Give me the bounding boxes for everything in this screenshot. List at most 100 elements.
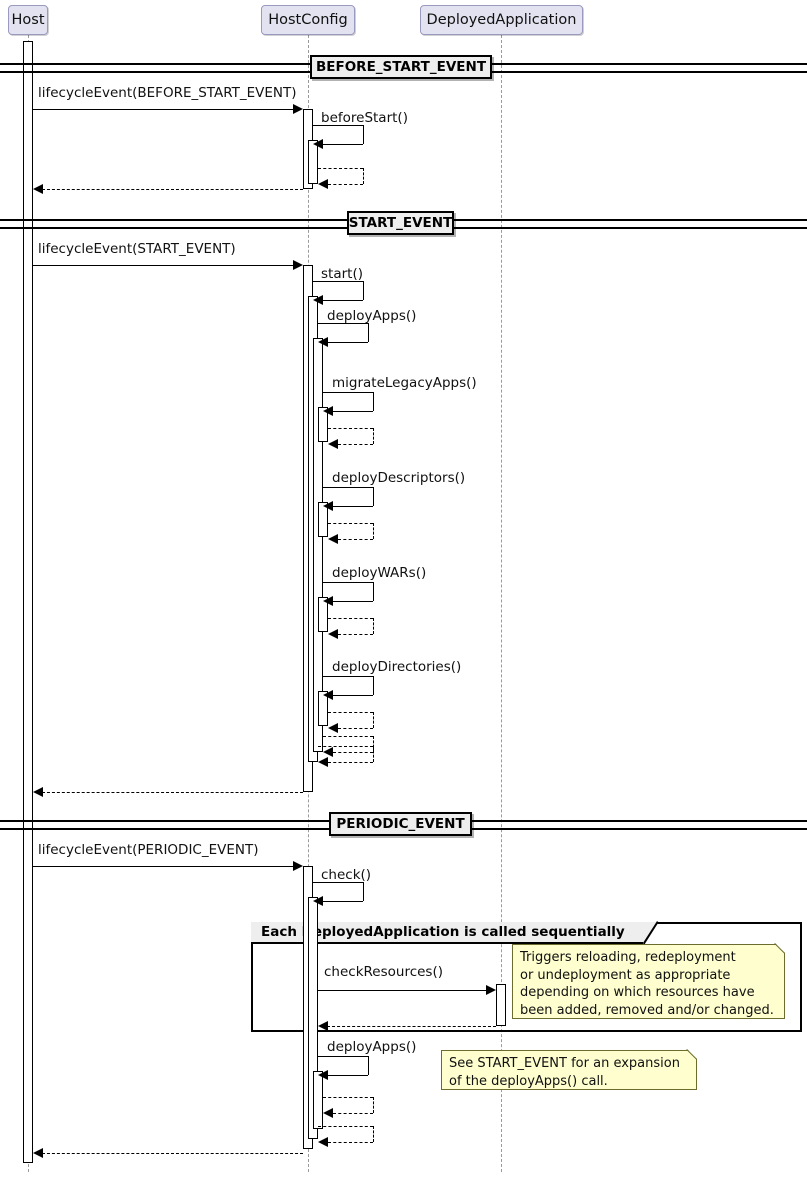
note-note-deploy-apps: See START_EVENT for an expansion of the d… (441, 1050, 697, 1090)
divider-periodic: PERIODIC_EVENT (329, 812, 472, 836)
message-self-bottom-m11 (338, 539, 373, 540)
message-arrowhead-m9 (328, 439, 338, 449)
message-self-bottom-m3 (328, 184, 363, 185)
participant-label: HostConfig (268, 12, 348, 28)
message-label-m5: lifecycleEvent(START_EVENT) (38, 241, 236, 257)
message-label-m20: check() (321, 867, 372, 883)
note-line: been added, removed and/or changed. (520, 1002, 774, 1018)
message-self-right-m9 (373, 428, 374, 444)
message-line-m21 (318, 990, 487, 991)
message-self-bottom-m6 (323, 300, 363, 301)
message-self-right-m10 (373, 487, 374, 506)
participant-host[interactable]: Host (8, 5, 48, 35)
message-arrowhead-m18 (33, 787, 43, 797)
message-self-right-m6 (363, 281, 364, 300)
message-self-bottom-m25 (328, 1142, 373, 1143)
message-self-top-m13 (328, 618, 373, 619)
activation-host-main (23, 41, 33, 1163)
message-self-top-m3 (318, 168, 363, 169)
message-self-bottom-m10 (333, 506, 373, 507)
message-self-bottom-m16 (333, 752, 373, 753)
message-label-m10: deployDescriptors() (332, 470, 466, 486)
message-line-m5 (33, 265, 294, 266)
message-arrowhead-m23 (318, 1070, 328, 1080)
activation-deploy-check-resources (496, 984, 506, 1026)
note-line: or undeployment as appropriate (520, 967, 731, 983)
message-arrowhead-m2 (313, 139, 323, 149)
message-self-bottom-m7 (328, 342, 368, 343)
message-line-m19 (33, 866, 294, 867)
message-arrowhead-m16 (323, 747, 333, 757)
participant-label: Host (11, 12, 45, 28)
message-arrowhead-m21 (486, 985, 496, 995)
message-self-top-m16 (323, 736, 373, 737)
message-arrowhead-m24 (323, 1108, 333, 1118)
message-self-top-m15 (328, 712, 373, 713)
message-arrowhead-m7 (318, 337, 328, 347)
message-self-bottom-m24 (333, 1113, 373, 1114)
message-label-m14: deployDirectories() (332, 659, 462, 675)
message-self-top-m8 (323, 392, 373, 393)
message-arrowhead-m5 (293, 260, 303, 270)
message-self-right-m13 (373, 618, 374, 634)
message-self-right-m14 (373, 676, 374, 695)
message-line-m1 (33, 109, 294, 110)
message-self-right-m24 (373, 1097, 374, 1113)
message-self-right-m8 (373, 392, 374, 411)
participant-config[interactable]: HostConfig (261, 5, 355, 35)
message-label-m23: deployApps() (327, 1039, 417, 1055)
message-arrowhead-m10 (323, 501, 333, 511)
message-arrowhead-m12 (323, 596, 333, 606)
message-arrowhead-m20 (313, 896, 323, 906)
message-self-right-m2 (363, 125, 364, 144)
divider-label: START_EVENT (348, 215, 453, 231)
message-self-right-m7 (368, 323, 369, 342)
message-label-m6: start() (321, 266, 363, 282)
message-arrowhead-m1 (293, 104, 303, 114)
note-fold-corner (775, 943, 785, 953)
message-self-top-m11 (328, 523, 373, 524)
message-label-m21: checkResources() (324, 964, 444, 980)
message-self-bottom-m23 (328, 1075, 368, 1076)
message-label-m7: deployApps() (327, 308, 417, 324)
message-self-right-m20 (363, 882, 364, 901)
message-arrowhead-m11 (328, 534, 338, 544)
message-self-bottom-m20 (323, 901, 363, 902)
message-label-m19: lifecycleEvent(PERIODIC_EVENT) (38, 842, 259, 858)
message-self-bottom-m15 (338, 728, 373, 729)
note-line: of the deployApps() call. (449, 1073, 608, 1089)
message-self-right-m11 (373, 523, 374, 539)
message-self-top-m9 (328, 428, 373, 429)
message-self-top-m20 (313, 882, 363, 883)
message-self-bottom-m17 (328, 762, 373, 763)
message-self-top-m17 (318, 746, 373, 747)
participant-label: DeployedApplication (426, 12, 577, 28)
note-line: Triggers reloading, redeployment (520, 950, 736, 965)
message-arrowhead-m6 (313, 295, 323, 305)
frame-tab-notch (643, 922, 657, 944)
participant-deploy[interactable]: DeployedApplication (420, 5, 583, 35)
message-self-right-m23 (368, 1056, 369, 1075)
message-self-right-m16 (373, 736, 374, 752)
note-line: See START_EVENT for an expansion (449, 1056, 680, 1071)
message-self-bottom-m14 (333, 695, 373, 696)
message-arrowhead-m4 (33, 184, 43, 194)
message-line-m26 (42, 1153, 303, 1154)
message-self-top-m24 (323, 1097, 373, 1098)
activation-config-deployapps (313, 338, 323, 752)
frame-label-loop-each-deployed-application: Each DeployedApplication is called seque… (251, 922, 645, 944)
note-note-check-resources: Triggers reloading, redeployment or undep… (512, 944, 785, 1019)
message-self-right-m3 (363, 168, 364, 184)
message-arrowhead-m13 (328, 629, 338, 639)
message-self-top-m10 (323, 487, 373, 488)
divider-label: BEFORE_START_EVENT (315, 59, 487, 75)
message-line-m4 (42, 189, 303, 190)
note-line: depending on which resources have (520, 985, 755, 1000)
message-self-top-m6 (313, 281, 363, 282)
message-self-bottom-m8 (333, 411, 373, 412)
message-self-right-m12 (373, 582, 374, 601)
message-self-bottom-m12 (333, 601, 373, 602)
message-self-right-m15 (373, 712, 374, 728)
message-arrowhead-m19 (293, 861, 303, 871)
